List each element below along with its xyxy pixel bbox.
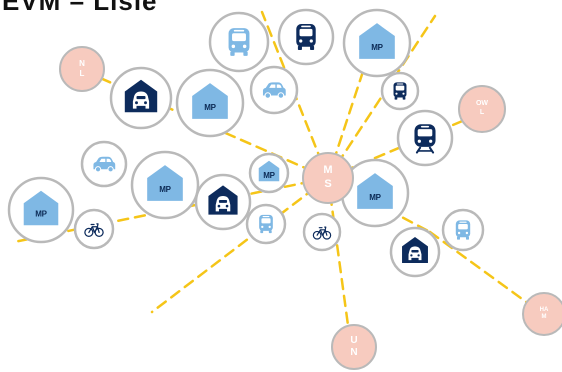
mobility-point-label: MP: [159, 185, 171, 194]
network-line: [326, 14, 437, 180]
hub-mp-6[interactable]: MP: [7, 176, 75, 244]
hub-bus-2[interactable]: [277, 8, 335, 66]
mobility-point-label: MP: [204, 103, 216, 112]
hub-ring: [302, 212, 342, 252]
hub-bus-5[interactable]: [441, 208, 485, 252]
hub-car-1[interactable]: [249, 65, 299, 115]
hub-garage-1[interactable]: [109, 66, 173, 130]
mobility-point-label: MP: [263, 171, 275, 180]
destination-label: N: [350, 347, 358, 358]
destination-label: L: [79, 69, 85, 78]
hub-bike-1[interactable]: [73, 208, 115, 250]
network-line: [326, 176, 352, 342]
hub-mp-4[interactable]: MP: [248, 152, 290, 194]
destination-ha[interactable]: HA M: [522, 292, 562, 336]
network-line: [428, 230, 542, 314]
destination-label: L: [479, 109, 485, 116]
destination-un[interactable]: U N: [331, 324, 377, 370]
mobility-point-label: MP: [35, 210, 47, 219]
hub-ring: [73, 208, 115, 250]
destination-label: M: [323, 164, 333, 177]
hub-car-2[interactable]: [80, 140, 128, 188]
hub-train-1[interactable]: [396, 109, 454, 167]
destination-label: U: [350, 334, 358, 346]
bus-icon: [296, 24, 316, 50]
bus-icon: [228, 28, 250, 56]
destination-nl[interactable]: N L: [59, 46, 105, 92]
bus-icon: [455, 220, 471, 240]
destination-label: HA: [539, 306, 549, 313]
destination-ow[interactable]: OW L: [458, 85, 506, 133]
destination-label: S: [324, 178, 332, 190]
page-title: EVM – Lisle: [2, 0, 158, 16]
hub-bus-4[interactable]: [245, 203, 287, 245]
hub-mp-3[interactable]: MP: [130, 150, 200, 220]
hub-garage-2[interactable]: [194, 173, 252, 231]
hub-mp-1[interactable]: MP: [342, 8, 412, 78]
hub-garage-3[interactable]: [389, 226, 441, 278]
destination-label: N: [79, 59, 85, 68]
hub-bus-3[interactable]: [380, 71, 420, 111]
hub-mp-2[interactable]: MP: [175, 68, 245, 138]
network-line: [150, 176, 330, 314]
destination-ms[interactable]: M S: [302, 152, 354, 204]
destination-label: OW: [475, 100, 489, 108]
hub-bike-2[interactable]: [302, 212, 342, 252]
bus-icon: [393, 82, 407, 100]
mobility-point-label: MP: [371, 43, 383, 52]
bus-icon: [259, 214, 273, 234]
mobility-point-label: MP: [369, 193, 381, 202]
hub-bus-1[interactable]: [208, 11, 270, 73]
destination-label: M: [541, 314, 547, 320]
